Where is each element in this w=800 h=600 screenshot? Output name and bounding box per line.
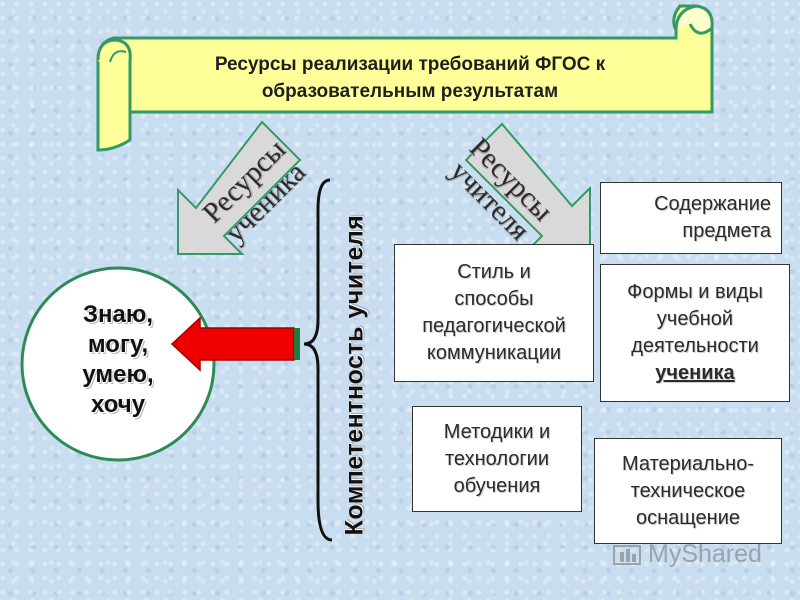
box-forms-line4: ученика [655, 362, 735, 384]
watermark-icon [613, 545, 641, 565]
vertical-competence-label: Компетентность учителя [340, 214, 369, 536]
box-forms-line3: деятельности [631, 335, 759, 357]
circle-outline [20, 266, 216, 462]
box-forms-line2: учебной [656, 308, 734, 330]
box-subject-content: Содержание предмета [600, 182, 782, 254]
box-forms-line1: Формы и виды [627, 281, 763, 303]
box-methods-line1: Методики и [443, 420, 551, 443]
scroll-banner [96, 4, 714, 152]
banner-title: Ресурсы реализации требований ФГОС к обр… [140, 52, 680, 105]
box-style-line3: педагогической [422, 315, 566, 337]
red-arrow [170, 316, 300, 372]
box-methods-line2: технологии [444, 447, 549, 470]
box-material-line3: оснащение [636, 506, 740, 529]
box-material-line1: Материально- [622, 452, 754, 475]
box-material: Материально- техническое оснащение [594, 438, 782, 544]
box-style-line2: способы [454, 288, 534, 310]
box-style-line4: коммуникации [426, 342, 562, 364]
banner-title-line1: Ресурсы реализации требований ФГОС к [214, 54, 606, 75]
circle-line-4: хочу [90, 391, 146, 418]
box-material-line2: техническое [630, 479, 746, 502]
circle-line-3: умею, [82, 361, 154, 388]
box-methods: Методики и технологии обучения [412, 406, 582, 512]
box-style-line1: Стиль и [457, 261, 531, 283]
circle-line-1: Знаю, [82, 301, 154, 328]
circle-text: Знаю, могу, умею, хочу [28, 300, 208, 420]
banner-title-line2: образовательным результатам [261, 80, 559, 102]
box-content-line1: Содержание [654, 193, 771, 215]
circle-line-2: могу, [87, 331, 149, 358]
box-activity-forms: Формы и виды учебной деятельности ученик… [600, 264, 790, 402]
box-methods-line3: обучения [453, 474, 541, 497]
brace [303, 178, 333, 542]
box-content-line2: предмета [682, 220, 771, 242]
box-style-communication: Стиль и способы педагогической коммуника… [394, 244, 594, 382]
watermark-text: MyShared [648, 540, 762, 568]
arrow-left-resources [177, 120, 302, 255]
